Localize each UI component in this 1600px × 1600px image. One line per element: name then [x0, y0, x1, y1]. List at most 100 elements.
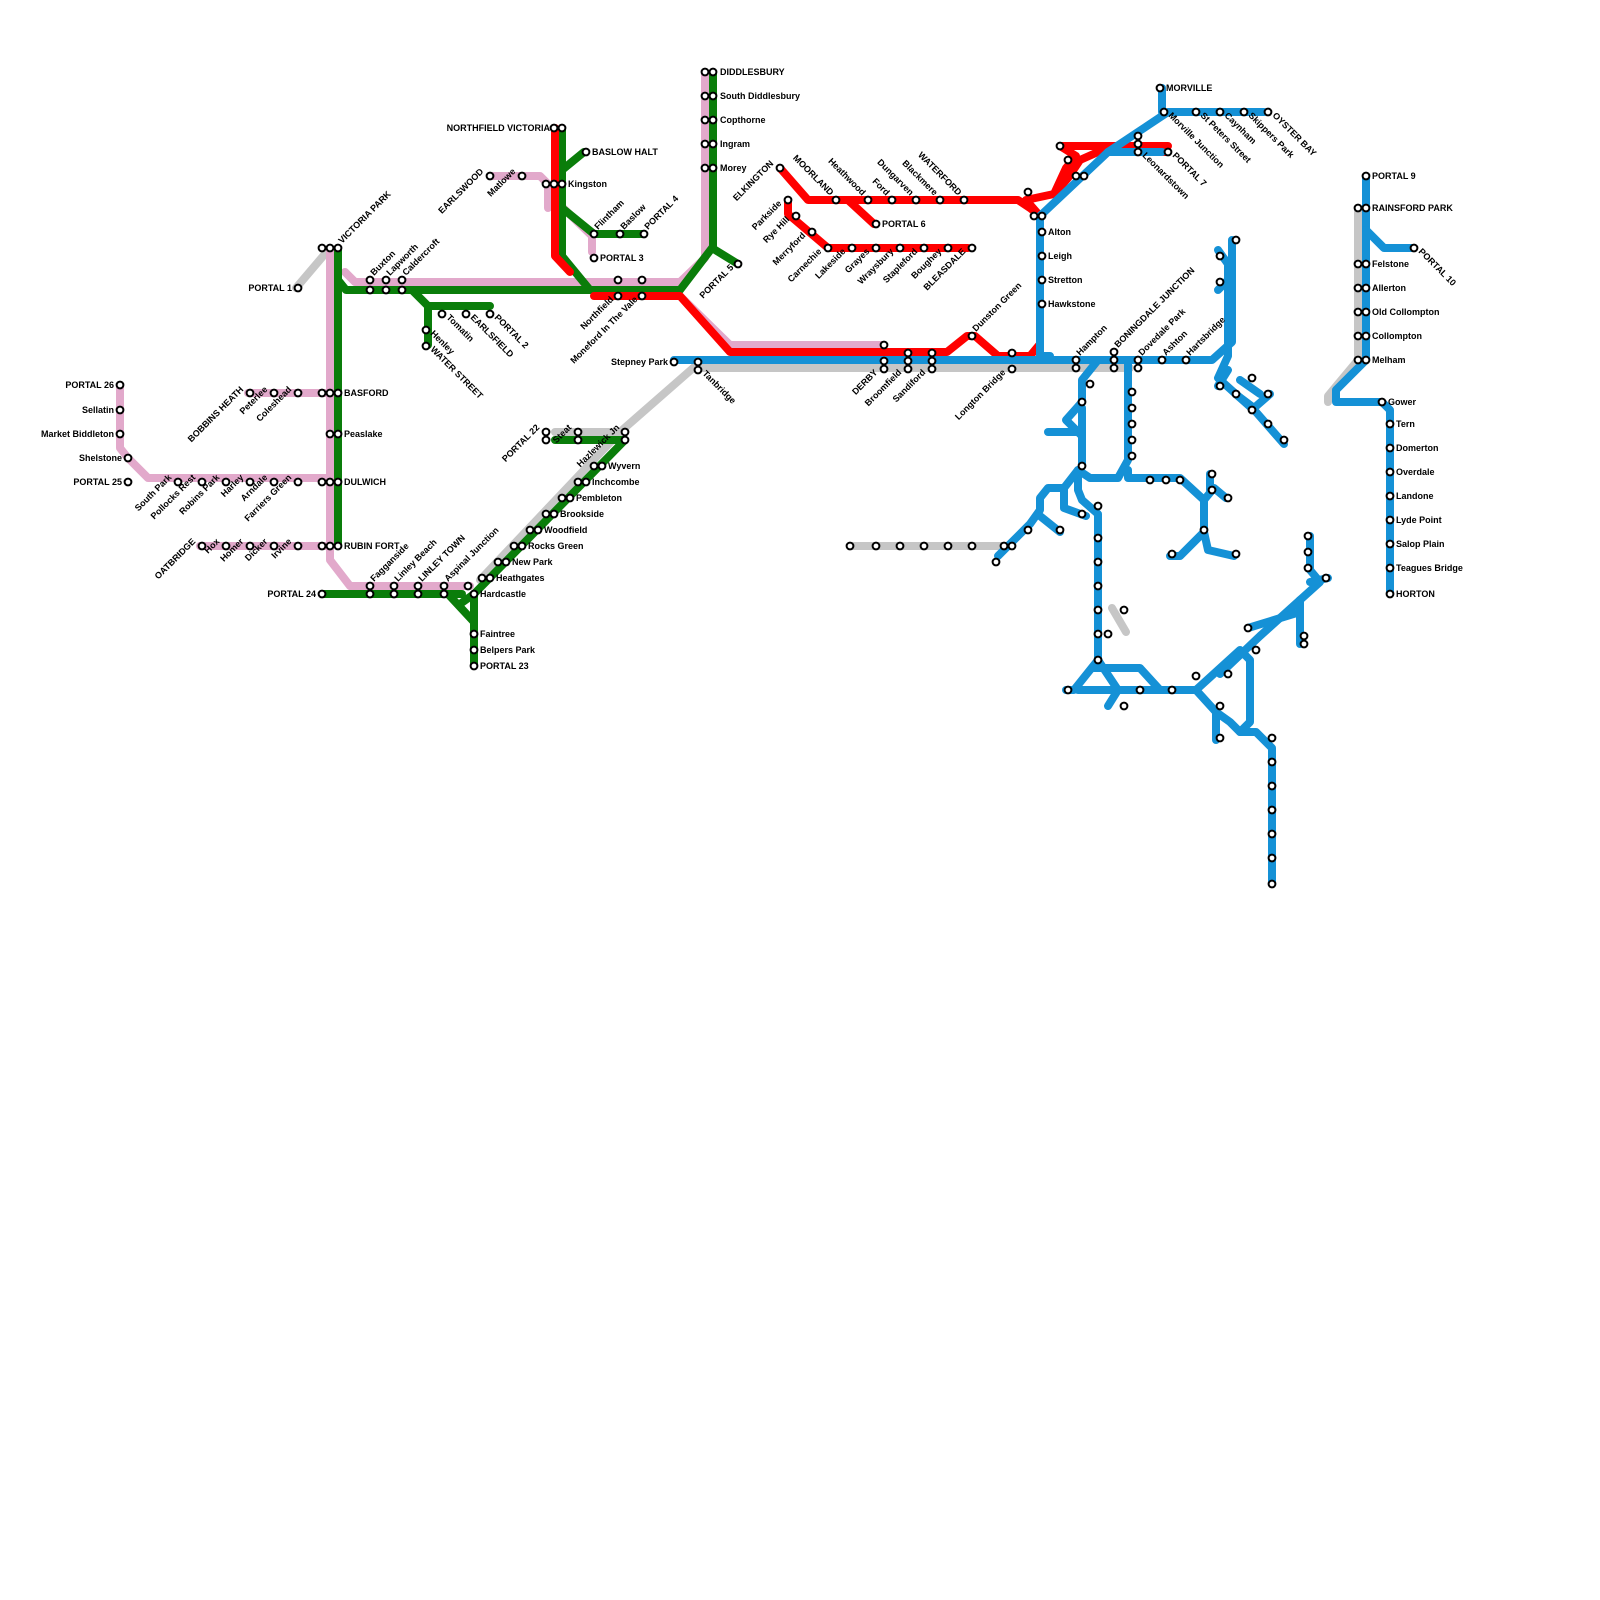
station-marker[interactable] — [1363, 333, 1370, 340]
station-marker[interactable] — [551, 125, 558, 132]
station-marker[interactable] — [559, 181, 566, 188]
station-marker[interactable] — [710, 69, 717, 76]
station-marker[interactable] — [567, 495, 574, 502]
station-marker[interactable] — [961, 197, 968, 204]
station-marker[interactable] — [295, 390, 302, 397]
station-marker[interactable] — [1073, 357, 1080, 364]
station-marker[interactable] — [423, 343, 430, 350]
station-marker[interactable] — [125, 479, 132, 486]
station-marker[interactable] — [1183, 357, 1190, 364]
station-marker[interactable] — [1269, 855, 1276, 862]
station-marker[interactable] — [641, 231, 648, 238]
station-marker[interactable] — [519, 543, 526, 550]
station-marker[interactable] — [1165, 149, 1172, 156]
station-marker[interactable] — [1305, 549, 1312, 556]
station-marker[interactable] — [575, 437, 582, 444]
station-marker[interactable] — [1269, 831, 1276, 838]
station-marker[interactable] — [1355, 285, 1362, 292]
station-marker[interactable] — [1135, 141, 1142, 148]
station-marker[interactable] — [881, 358, 888, 365]
station-marker[interactable] — [833, 197, 840, 204]
station-marker[interactable] — [1111, 365, 1118, 372]
station-marker[interactable] — [599, 463, 606, 470]
station-marker[interactable] — [1135, 133, 1142, 140]
station-marker[interactable] — [1157, 85, 1164, 92]
station-marker[interactable] — [383, 287, 390, 294]
station-marker[interactable] — [583, 479, 590, 486]
station-marker[interactable] — [897, 245, 904, 252]
station-marker[interactable] — [1225, 495, 1232, 502]
station-marker[interactable] — [423, 327, 430, 334]
station-marker[interactable] — [559, 125, 566, 132]
station-marker[interactable] — [921, 245, 928, 252]
station-marker[interactable] — [1217, 253, 1224, 260]
station-marker[interactable] — [1009, 350, 1016, 357]
station-marker[interactable] — [1129, 437, 1136, 444]
station-marker[interactable] — [125, 455, 132, 462]
station-marker[interactable] — [1269, 881, 1276, 888]
station-marker[interactable] — [889, 197, 896, 204]
station-marker[interactable] — [295, 285, 302, 292]
station-marker[interactable] — [1301, 641, 1308, 648]
station-marker[interactable] — [1161, 109, 1168, 116]
station-marker[interactable] — [1129, 389, 1136, 396]
station-marker[interactable] — [1379, 399, 1386, 406]
station-marker[interactable] — [1355, 309, 1362, 316]
station-marker[interactable] — [1387, 517, 1394, 524]
station-marker[interactable] — [1111, 357, 1118, 364]
station-marker[interactable] — [543, 511, 550, 518]
station-marker[interactable] — [295, 479, 302, 486]
station-marker[interactable] — [865, 197, 872, 204]
station-marker[interactable] — [1147, 477, 1154, 484]
station-marker[interactable] — [1079, 463, 1086, 470]
station-marker[interactable] — [503, 559, 510, 566]
station-marker[interactable] — [439, 311, 446, 318]
station-marker[interactable] — [1169, 687, 1176, 694]
station-marker[interactable] — [671, 359, 678, 366]
station-marker[interactable] — [1209, 471, 1216, 478]
station-marker[interactable] — [1411, 245, 1418, 252]
station-marker[interactable] — [1233, 391, 1240, 398]
station-marker[interactable] — [702, 165, 709, 172]
station-marker[interactable] — [639, 293, 646, 300]
station-marker[interactable] — [327, 543, 334, 550]
station-marker[interactable] — [1355, 205, 1362, 212]
station-marker[interactable] — [639, 277, 646, 284]
station-marker[interactable] — [415, 583, 422, 590]
station-marker[interactable] — [1253, 647, 1260, 654]
station-marker[interactable] — [1039, 229, 1046, 236]
station-marker[interactable] — [1387, 493, 1394, 500]
station-marker[interactable] — [1387, 541, 1394, 548]
station-marker[interactable] — [463, 311, 470, 318]
station-marker[interactable] — [335, 543, 342, 550]
station-marker[interactable] — [1087, 381, 1094, 388]
station-marker[interactable] — [383, 277, 390, 284]
station-marker[interactable] — [937, 197, 944, 204]
station-marker[interactable] — [543, 437, 550, 444]
station-marker[interactable] — [471, 663, 478, 670]
station-marker[interactable] — [117, 382, 124, 389]
station-marker[interactable] — [793, 213, 800, 220]
station-marker[interactable] — [295, 543, 302, 550]
station-marker[interactable] — [117, 431, 124, 438]
station-marker[interactable] — [1387, 421, 1394, 428]
station-marker[interactable] — [575, 429, 582, 436]
station-marker[interactable] — [1355, 357, 1362, 364]
station-marker[interactable] — [1009, 366, 1016, 373]
station-marker[interactable] — [1121, 607, 1128, 614]
station-marker[interactable] — [1323, 575, 1330, 582]
station-marker[interactable] — [1135, 149, 1142, 156]
station-marker[interactable] — [465, 583, 472, 590]
station-marker[interactable] — [1249, 407, 1256, 414]
station-marker[interactable] — [905, 366, 912, 373]
station-marker[interactable] — [1355, 333, 1362, 340]
station-marker[interactable] — [622, 437, 629, 444]
station-marker[interactable] — [1025, 189, 1032, 196]
station-marker[interactable] — [1095, 583, 1102, 590]
station-marker[interactable] — [1111, 349, 1118, 356]
station-marker[interactable] — [929, 358, 936, 365]
station-marker[interactable] — [1217, 279, 1224, 286]
station-marker[interactable] — [319, 245, 326, 252]
station-marker[interactable] — [1265, 421, 1272, 428]
station-marker[interactable] — [1025, 527, 1032, 534]
